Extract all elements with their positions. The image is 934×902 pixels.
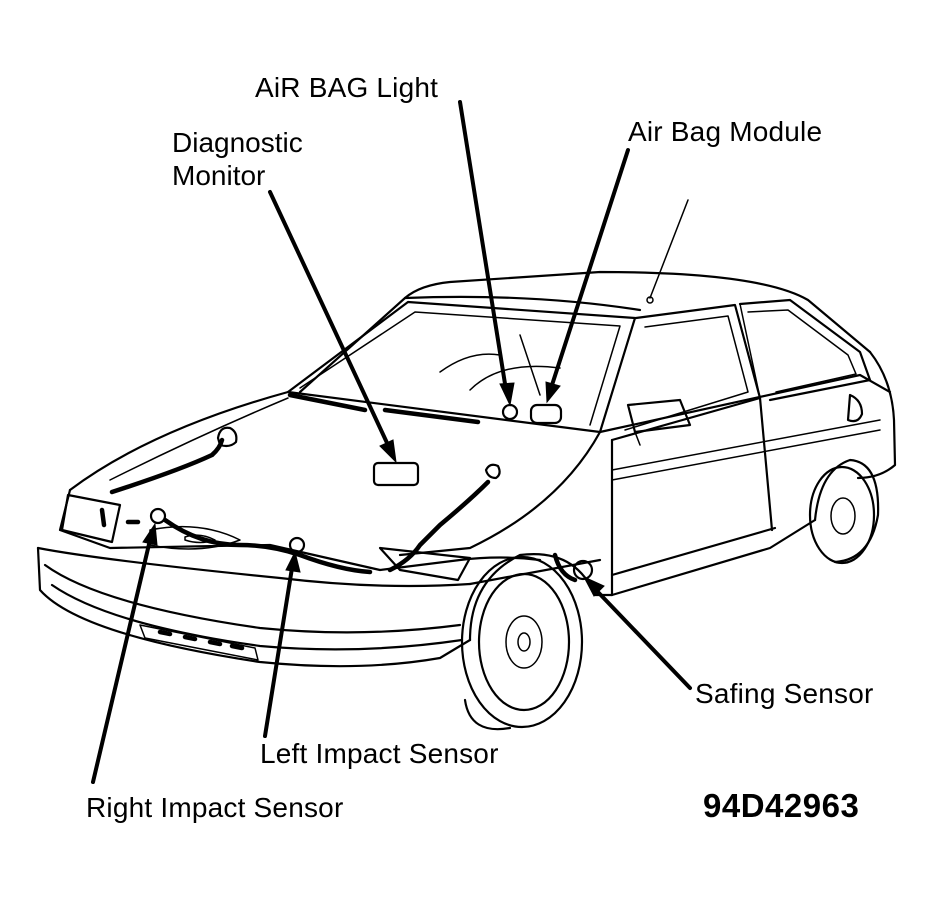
leader-safing-sensor bbox=[594, 588, 692, 690]
diagnostic-monitor-label-line2: Monitor bbox=[172, 160, 266, 191]
arrowhead-air-bag-module bbox=[545, 381, 561, 404]
air-bag-light-marker bbox=[501, 403, 519, 421]
diagnostic-monitor-box bbox=[372, 461, 420, 487]
arrowhead-left-impact-sensor bbox=[285, 550, 301, 573]
leader-lines bbox=[91, 100, 692, 784]
left-impact-sensor-label: Left Impact Sensor bbox=[260, 738, 499, 769]
arrowhead-right-impact-sensor bbox=[142, 522, 158, 546]
left-impact-sensor-marker bbox=[288, 536, 306, 554]
leader-right-impact-sensor bbox=[91, 538, 152, 784]
air-bag-module-marker bbox=[529, 403, 563, 425]
leader-diagnostic-monitor bbox=[268, 190, 390, 447]
leader-left-impact-sensor bbox=[263, 566, 294, 738]
safing-sensor-label: Safing Sensor bbox=[695, 678, 874, 709]
components bbox=[149, 403, 594, 581]
air-bag-light-label: AiR BAG Light bbox=[255, 72, 439, 103]
leader-air-bag-light bbox=[458, 100, 508, 392]
air-bag-module-label: Air Bag Module bbox=[628, 116, 823, 147]
safing-sensor-marker bbox=[572, 559, 594, 581]
arrowhead-air-bag-light bbox=[499, 382, 515, 407]
diagnostic-monitor-label: Diagnostic Monitor bbox=[172, 126, 303, 192]
arrowhead-diagnostic-monitor bbox=[379, 439, 397, 464]
leader-air-bag-module bbox=[550, 148, 630, 387]
figure-code: 94D42963 bbox=[703, 787, 860, 824]
wiring-harness bbox=[99, 426, 578, 583]
right-impact-sensor-label: Right Impact Sensor bbox=[86, 792, 344, 823]
car-body bbox=[36, 199, 897, 731]
right-impact-sensor-marker bbox=[149, 507, 167, 525]
diagnostic-monitor-label-line1: Diagnostic bbox=[172, 127, 303, 158]
arrowhead-safing-sensor bbox=[582, 575, 605, 597]
